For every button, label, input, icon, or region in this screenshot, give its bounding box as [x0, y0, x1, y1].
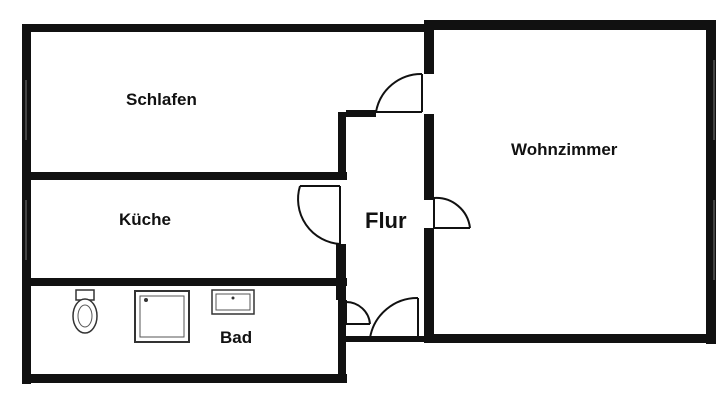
door-entrance	[369, 296, 419, 339]
wall-top-left	[22, 24, 434, 32]
room-label-bad: Bad	[220, 328, 253, 347]
door-flur-top	[375, 72, 423, 113]
wall-center-lower	[424, 228, 434, 342]
walls	[22, 20, 716, 384]
room-label-kueche: Küche	[119, 210, 171, 229]
wall-kueche-bad	[31, 278, 347, 286]
wall-flur-left-lower	[336, 244, 346, 300]
door-kueche	[297, 185, 341, 245]
wall-top-right	[424, 20, 714, 30]
shower-icon	[134, 290, 190, 343]
wall-bad-right	[338, 300, 346, 383]
bathroom-fixtures	[72, 289, 255, 343]
sink-icon	[211, 289, 255, 315]
wall-flur-left-upper	[338, 112, 346, 178]
door-wohnzimmer	[433, 196, 471, 229]
door-bad	[345, 300, 371, 325]
room-label-wohnzimmer: Wohnzimmer	[511, 140, 618, 159]
wall-schlafen-kueche	[31, 172, 347, 180]
wall-bottom-left	[22, 374, 347, 383]
wall-right	[706, 20, 716, 344]
room-label-schlafen: Schlafen	[126, 90, 197, 109]
wall-bottom-right	[424, 334, 716, 343]
room-label-flur: Flur	[365, 208, 407, 233]
wall-flur-top	[346, 110, 376, 117]
toilet-icon	[72, 289, 98, 334]
windows	[25, 60, 715, 280]
doors	[297, 72, 471, 339]
wall-center-upper	[424, 24, 434, 74]
wall-center-mid	[424, 114, 434, 200]
